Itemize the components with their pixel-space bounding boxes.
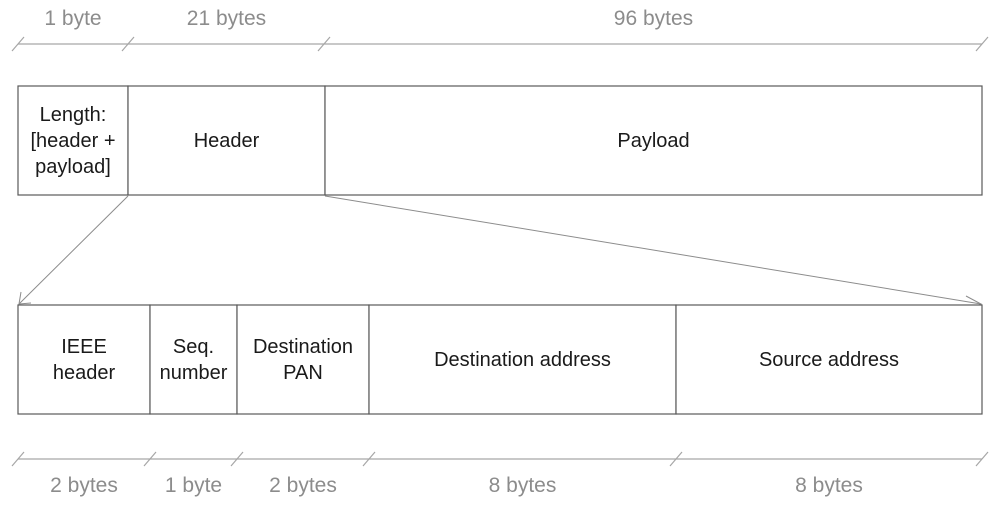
size-label-seq-number: 1 byte — [164, 474, 223, 497]
tick-bottom-3 — [362, 451, 376, 467]
top-row-boxes — [17, 85, 983, 196]
bottom-row-boxes — [17, 304, 983, 415]
tick-bottom-2 — [230, 451, 244, 467]
length-field: Length: [header + payload] — [18, 86, 128, 195]
destination-address-label: Destination address — [434, 348, 611, 371]
seq-number-field: Seq. number — [150, 305, 237, 414]
header-field-box — [127, 85, 326, 196]
size-label-ieee-header: 2 bytes — [50, 474, 118, 497]
header-expansion-connectors — [18, 195, 983, 312]
tick-top-0 — [11, 36, 25, 52]
ieee-header-field: IEEE header — [18, 305, 150, 414]
seq-number-label: Seq. number — [159, 335, 228, 384]
payload-field-label: Payload — [617, 129, 690, 152]
connector-arrowhead-left — [18, 291, 32, 305]
header-field-label: Header — [193, 129, 260, 152]
header-field: Header — [128, 86, 325, 195]
tick-bottom-1 — [143, 451, 157, 467]
payload-field: Payload — [325, 86, 982, 195]
destination-pan-label: Destination PAN — [252, 335, 354, 384]
destination-pan-box — [236, 304, 370, 415]
size-label-destination-address: 8 bytes — [488, 474, 557, 497]
destination-address-box — [368, 304, 677, 415]
tick-top-3 — [975, 36, 989, 52]
length-field-label: Length: [header + payload] — [30, 103, 116, 178]
destination-address-field: Destination address — [369, 305, 676, 414]
seq-number-box — [149, 304, 238, 415]
tick-top-1 — [121, 36, 135, 52]
size-label-destination-pan: 2 bytes — [269, 474, 337, 497]
tick-bottom-0 — [11, 451, 25, 467]
destination-pan-field: Destination PAN — [237, 305, 369, 414]
source-address-box — [675, 304, 983, 415]
size-label-payload: 96 bytes — [613, 7, 694, 30]
source-address-label: Source address — [758, 348, 900, 371]
bottom-dimension-line — [11, 451, 989, 467]
length-field-box — [17, 85, 129, 196]
size-label-length: 1 byte — [44, 7, 102, 30]
ieee-header-box — [17, 304, 151, 415]
top-dimension-line — [11, 36, 989, 52]
size-label-source-address: 8 bytes — [795, 474, 863, 497]
size-label-header: 21 bytes — [186, 7, 267, 30]
payload-field-box — [324, 85, 983, 196]
source-address-field: Source address — [676, 305, 982, 414]
ieee-header-label: IEEE header — [52, 335, 116, 384]
tick-top-2 — [317, 36, 331, 52]
tick-bottom-5 — [975, 451, 989, 467]
tick-bottom-4 — [669, 451, 683, 467]
